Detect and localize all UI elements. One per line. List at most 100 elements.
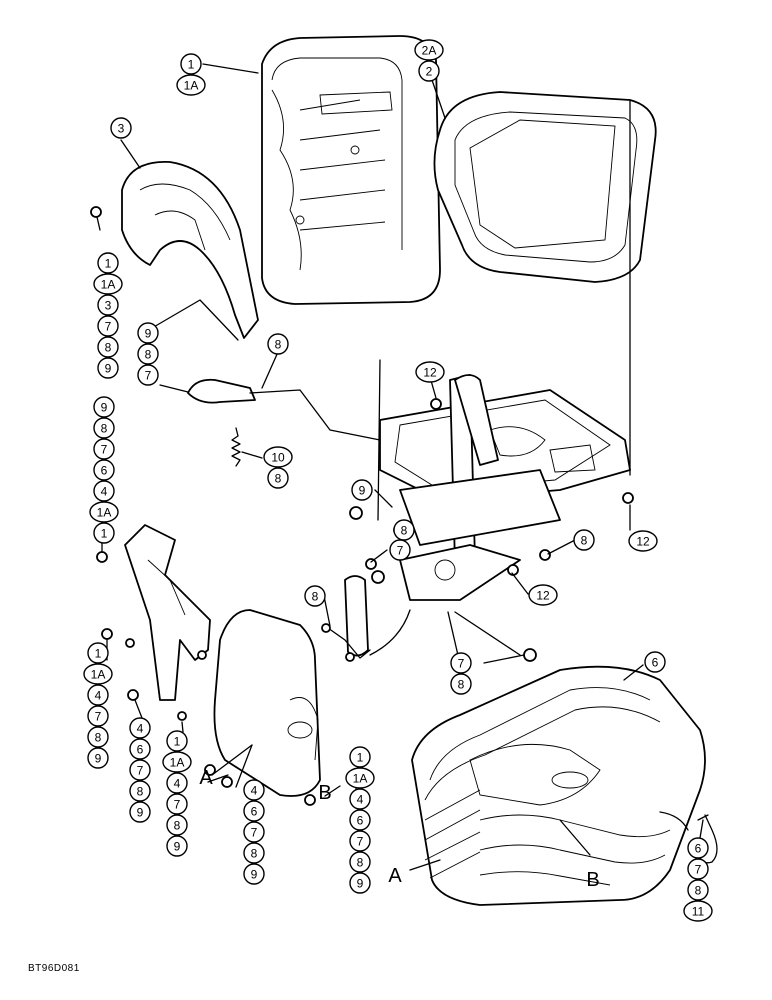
callout-bubble xyxy=(87,726,109,748)
callout-bubble xyxy=(683,900,713,922)
callout-label: 11 xyxy=(692,905,705,919)
callout-bubble xyxy=(349,809,371,831)
callout-label: 1A xyxy=(101,278,116,292)
callout-label: 1 xyxy=(357,751,364,765)
adjust-lever xyxy=(187,378,381,441)
callout-bubble xyxy=(349,788,371,810)
callout-label: 1A xyxy=(170,756,185,770)
callout-label: 8 xyxy=(695,884,702,898)
callout-stack: 8 xyxy=(393,519,415,541)
callout-stack: 12 xyxy=(528,584,558,606)
callout-bubble xyxy=(93,396,115,418)
callout-label: 8 xyxy=(145,348,152,362)
callout-bubble xyxy=(97,315,119,337)
callout-bubble xyxy=(644,651,666,673)
callout-label: 6 xyxy=(695,842,702,856)
drawing-code: BT96D081 xyxy=(28,963,80,974)
callout-stack: 11A xyxy=(176,53,206,96)
callout-label: 8 xyxy=(401,524,408,538)
callout-label: 9 xyxy=(95,752,102,766)
callout-label: 8 xyxy=(174,819,181,833)
callout-label: 7 xyxy=(174,798,181,812)
callout-label: 1 xyxy=(174,735,181,749)
callout-bubble xyxy=(87,684,109,706)
callout-bubble xyxy=(93,438,115,460)
callout-label: 9 xyxy=(101,401,108,415)
callout-label: 2A xyxy=(422,44,437,58)
callout-bubble xyxy=(87,642,109,664)
callout-label: 8 xyxy=(275,472,282,486)
callout-bubble xyxy=(137,343,159,365)
callout-bubble xyxy=(87,747,109,769)
bellows-boot xyxy=(411,665,706,906)
suspension-shaft xyxy=(327,575,521,659)
callout-stack: 12 xyxy=(628,530,658,552)
callout-bubble xyxy=(528,584,558,606)
hardware xyxy=(90,206,634,806)
reference-letters: A B A B xyxy=(199,767,599,891)
callout-label: 4 xyxy=(137,722,144,736)
callout-bubble xyxy=(97,294,119,316)
callout-bubble xyxy=(97,357,119,379)
callout-bubble xyxy=(166,772,188,794)
callout-bubble xyxy=(450,652,472,674)
callout-label: 8 xyxy=(312,590,319,604)
callout-label: 1 xyxy=(188,58,195,72)
callout-label: 6 xyxy=(251,805,258,819)
callout-label: 7 xyxy=(137,764,144,778)
callout-label: 7 xyxy=(695,863,702,877)
callout-label: 4 xyxy=(251,784,258,798)
callout-bubble xyxy=(176,74,206,96)
callout-label: 1 xyxy=(101,527,108,541)
callout-label: 8 xyxy=(458,678,465,692)
callout-label: 8 xyxy=(137,785,144,799)
callout-label: 9 xyxy=(359,484,366,498)
callout-label: 8 xyxy=(251,847,258,861)
callout-label: 7 xyxy=(101,443,108,457)
ref-letter-b: B xyxy=(318,782,331,804)
callout-label: 6 xyxy=(357,814,364,828)
callout-stack: 3 xyxy=(110,117,132,139)
callout-bubble xyxy=(97,336,119,358)
callout-bubble xyxy=(162,751,192,773)
callout-label: 7 xyxy=(145,369,152,383)
callout-label: 1 xyxy=(105,257,112,271)
callout-bubble xyxy=(93,522,115,544)
callout-bubble xyxy=(93,417,115,439)
callout-bubble xyxy=(243,800,265,822)
callout-label: 7 xyxy=(397,544,404,558)
callout-label: 6 xyxy=(652,656,659,670)
seat-cushion xyxy=(433,91,657,283)
callout-bubble xyxy=(687,879,709,901)
callout-label: 9 xyxy=(174,840,181,854)
callout-stack: 1 1A 4 7 8 9 xyxy=(162,730,192,857)
callout-stack: 6 7 8 11 xyxy=(683,837,713,922)
ref-letter-a: A xyxy=(199,767,213,789)
callout-bubble xyxy=(349,872,371,894)
callout-label: 4 xyxy=(174,777,181,791)
callout-bubble xyxy=(389,539,411,561)
callout-bubble xyxy=(137,364,159,386)
callout-bubble xyxy=(97,252,119,274)
callout-stack: 12 xyxy=(415,361,445,383)
callout-label: 4 xyxy=(101,485,108,499)
callout-bubble xyxy=(180,53,202,75)
callout-bubble xyxy=(304,585,326,607)
callout-bubble xyxy=(267,467,289,489)
leader-lines xyxy=(96,63,709,871)
callout-bubble xyxy=(243,821,265,843)
ref-letter-b: B xyxy=(586,869,599,891)
callout-label: 9 xyxy=(105,362,112,376)
callout-label: 3 xyxy=(118,122,125,136)
callout-label: 1A xyxy=(97,506,112,520)
callout-bubble xyxy=(243,842,265,864)
callout-label: 4 xyxy=(357,793,364,807)
callout-label: 9 xyxy=(137,806,144,820)
callout-stack: 8 xyxy=(304,585,326,607)
